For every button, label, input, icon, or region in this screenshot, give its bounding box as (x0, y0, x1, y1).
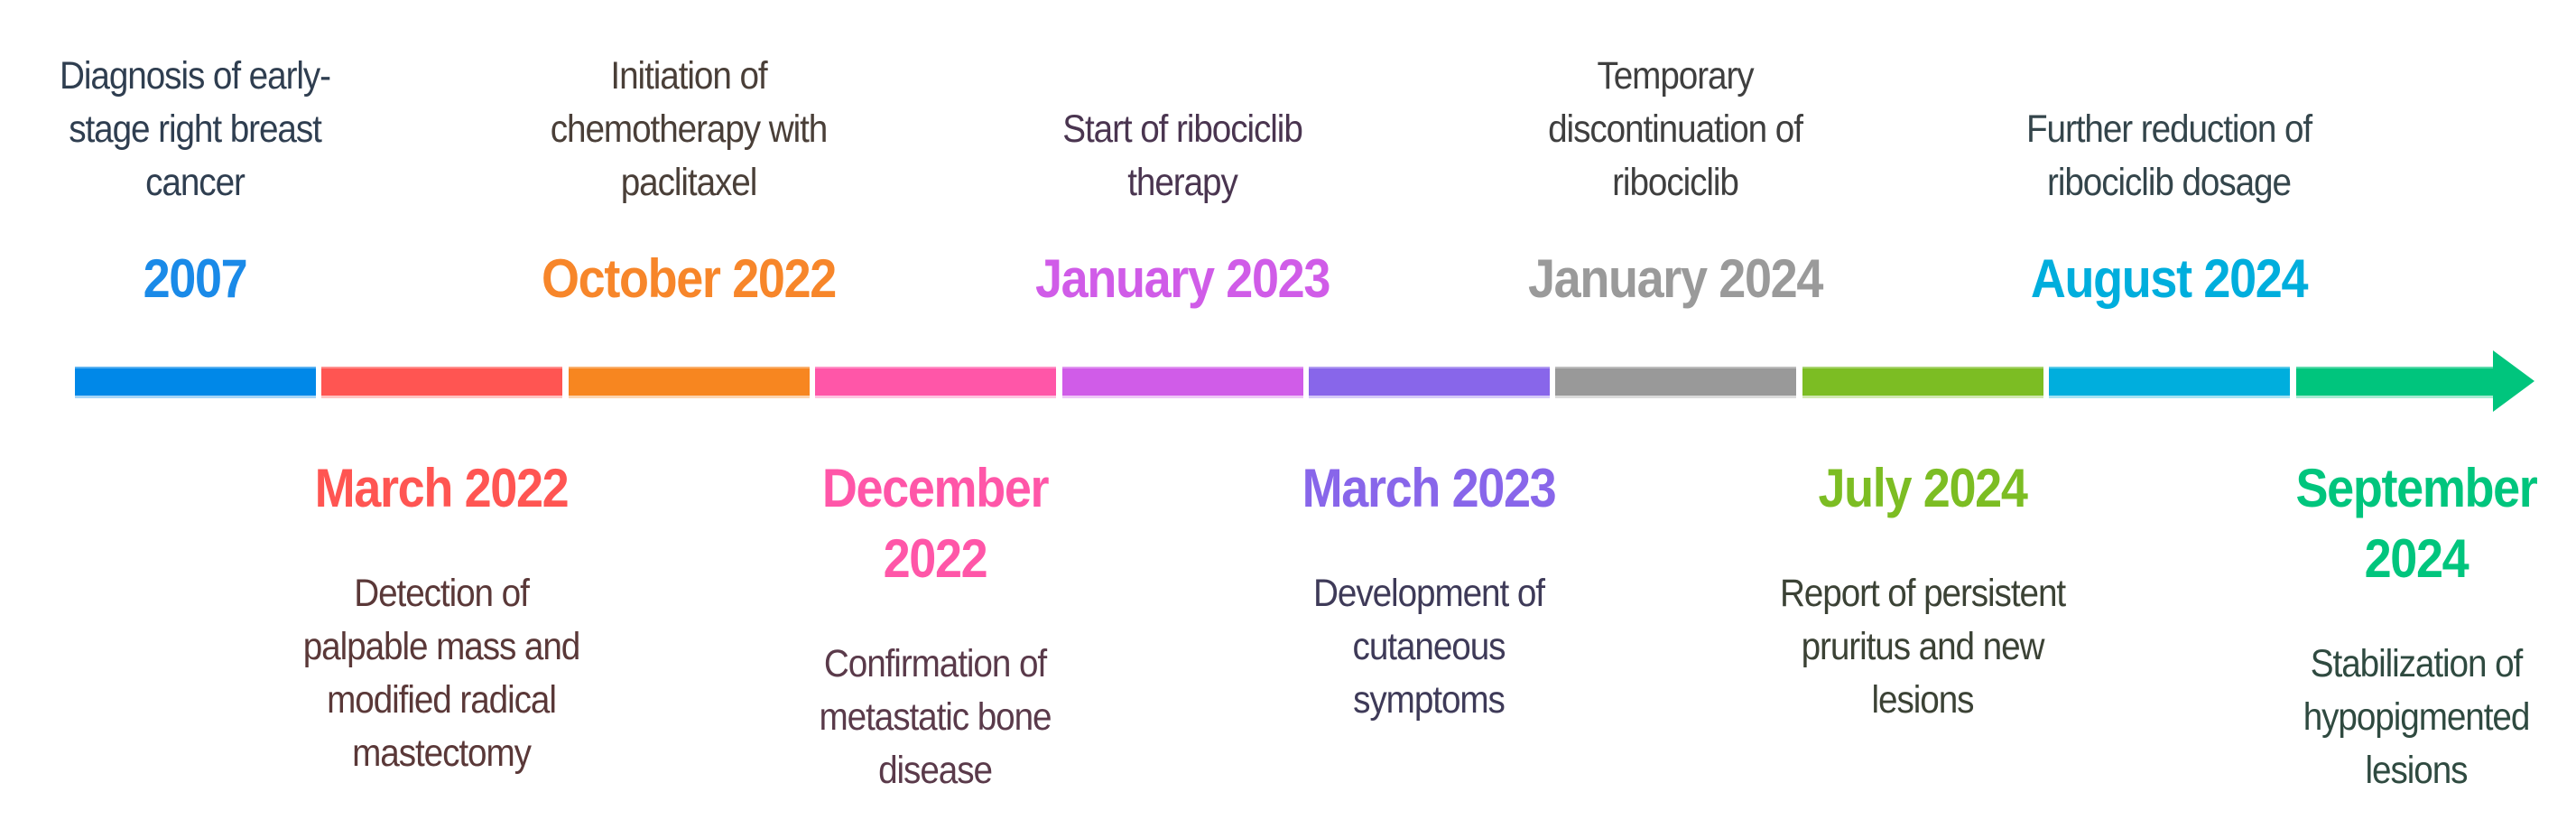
date-line: September (2295, 458, 2537, 518)
event-january-2024: Temporary discontinuation of ribociclib … (1486, 0, 1865, 361)
date-line: October 2022 (541, 248, 837, 309)
event-description: Confirmation of metastatic bone disease (764, 638, 1106, 797)
event-description: Further reduction of ribociclib dosage (1998, 103, 2340, 210)
event-date: March 2023 (1258, 453, 1599, 524)
timeline-segment-december-2022 (815, 367, 1057, 398)
timeline-segment-august-2024 (2049, 367, 2291, 398)
event-date: July 2024 (1752, 453, 2093, 524)
description-line: paclitaxel (620, 161, 758, 204)
date-line: March 2022 (315, 458, 570, 518)
date-line: 2024 (2364, 528, 2469, 589)
date-line: July 2024 (1818, 458, 2027, 518)
event-description: Stabilization of hypopigmented lesions (2246, 638, 2576, 797)
description-line: cancer (145, 161, 246, 204)
description-line: lesions (1871, 678, 1974, 722)
event-january-2023: Start of ribociclib therapy January 2023 (993, 0, 1372, 361)
event-description: Report of persistent pruritus and new le… (1752, 567, 2093, 727)
event-description: Diagnosis of early- stage right breast c… (24, 50, 366, 210)
event-july-2024: July 2024 Report of persistent pruritus … (1733, 424, 2112, 820)
timeline-segment-july-2024 (1802, 367, 2043, 398)
date-line: March 2023 (1302, 458, 1557, 518)
description-line: therapy (1126, 161, 1238, 204)
description-line: Start of ribociclib (1061, 107, 1303, 151)
event-description: Development of cutaneous symptoms (1258, 567, 1599, 727)
date-line: January 2023 (1034, 248, 1330, 309)
description-line: Stabilization of (2310, 642, 2523, 685)
description-line: hypopigmented (2303, 695, 2530, 739)
description-line: ribociclib dosage (2047, 161, 2292, 204)
event-august-2024: Further reduction of ribociclib dosage A… (1979, 0, 2358, 361)
event-date: September 2024 (2246, 453, 2576, 594)
event-description: Start of ribociclib therapy (1012, 103, 1353, 210)
description-line: Diagnosis of early- (60, 54, 331, 98)
event-2007: Diagnosis of early- stage right breast c… (5, 0, 385, 361)
date-line: 2007 (143, 248, 248, 309)
event-september-2024: September 2024 Stabilization of hypopigm… (2227, 424, 2576, 820)
timeline-segment-october-2022 (568, 367, 810, 398)
description-line: Report of persistent (1779, 572, 2066, 615)
event-march-2022: March 2022 Detection of palpable mass an… (252, 424, 631, 820)
description-line: palpable mass and (303, 625, 581, 668)
timeline-segment-2007 (75, 367, 316, 398)
event-date: October 2022 (518, 244, 859, 314)
description-line: pruritus and new (1801, 625, 2044, 668)
description-line: mastectomy (352, 731, 532, 775)
description-line: Confirmation of (824, 642, 1047, 685)
date-line: August 2024 (2031, 248, 2309, 309)
description-line: symptoms (1353, 678, 1506, 722)
timeline-segment-march-2022 (321, 367, 563, 398)
description-line: Temporary (1597, 54, 1755, 98)
description-line: disease (878, 749, 993, 792)
date-line: December (822, 458, 1050, 518)
event-date: January 2024 (1505, 244, 1846, 314)
timeline-segment-september-2024 (2295, 367, 2499, 398)
event-date: December 2022 (764, 453, 1106, 594)
description-line: ribociclib (1612, 161, 1740, 204)
timeline-segment-january-2024 (1555, 367, 1797, 398)
description-line: chemotherapy with (550, 107, 829, 151)
event-description: Temporary discontinuation of ribociclib (1505, 50, 1846, 210)
event-date: January 2023 (1012, 244, 1353, 314)
event-march-2023: March 2023 Development of cutaneous symp… (1239, 424, 1618, 820)
description-line: Initiation of (610, 54, 767, 98)
description-line: Further reduction of (2026, 107, 2312, 151)
description-line: Detection of (354, 572, 531, 615)
event-date: August 2024 (1998, 244, 2340, 314)
description-line: cutaneous (1352, 625, 1506, 668)
description-line: modified radical (327, 678, 558, 722)
date-line: 2022 (883, 528, 988, 589)
description-line: metastatic bone (819, 695, 1052, 739)
event-description: Detection of palpable mass and modified … (271, 567, 612, 780)
event-date: 2007 (24, 244, 366, 314)
event-description: Initiation of chemotherapy with paclitax… (518, 50, 859, 210)
description-line: stage right breast (69, 107, 322, 151)
date-line: January 2024 (1528, 248, 1823, 309)
timeline-segment-january-2023 (1061, 367, 1303, 398)
timeline-segment-march-2023 (1309, 367, 1550, 398)
event-date: March 2022 (271, 453, 612, 524)
description-line: Development of (1313, 572, 1545, 615)
event-december-2022: December 2022 Confirmation of metastatic… (746, 424, 1125, 820)
arrow-right-icon (2493, 350, 2534, 412)
description-line: lesions (2365, 749, 2468, 792)
description-line: discontinuation of (1548, 107, 1803, 151)
event-october-2022: Initiation of chemotherapy with paclitax… (499, 0, 878, 361)
